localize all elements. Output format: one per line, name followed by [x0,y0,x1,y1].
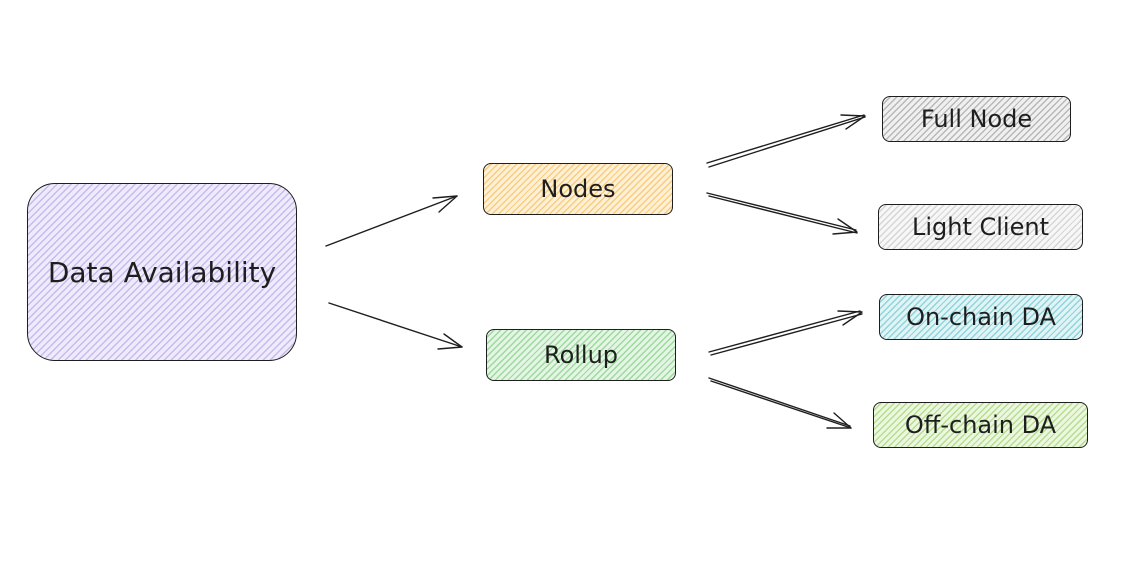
node-rollup: Rollup [486,329,676,381]
node-nodes: Nodes [483,163,673,215]
node-light-client: Light Client [878,204,1083,250]
node-on-chain-da: On-chain DA [879,294,1083,340]
arrow-nodes-to-light-client [706,192,858,235]
arrow-root-to-nodes [325,195,458,247]
node-full-node: Full Node [882,96,1071,142]
node-data-availability: Data Availability [27,183,297,361]
arrow-nodes-to-full-node [706,114,866,168]
arrow-root-to-rollup [328,302,463,350]
arrow-rollup-to-on-chain-da [708,310,863,356]
arrow-rollup-to-off-chain-da [708,377,852,429]
node-off-chain-da: Off-chain DA [873,402,1088,448]
